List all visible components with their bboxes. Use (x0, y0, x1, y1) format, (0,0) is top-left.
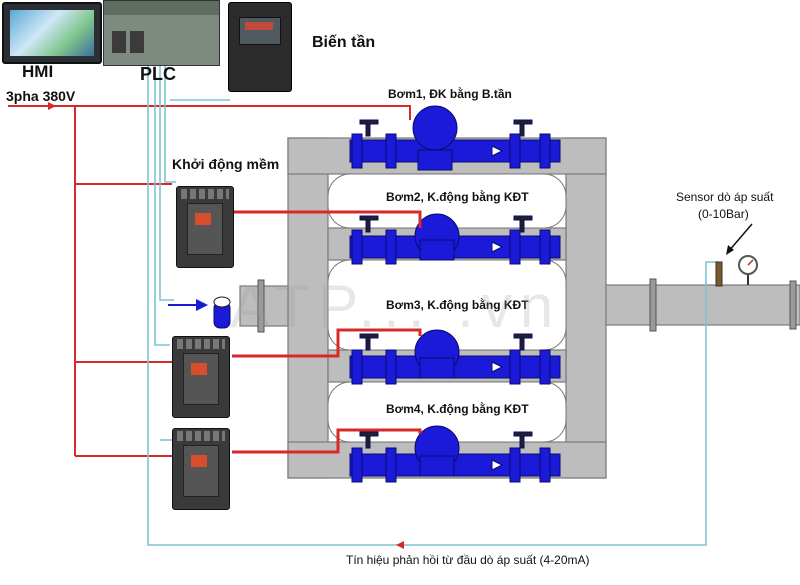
pump-1-label: Bơm1, ĐK bằng B.tần (388, 87, 512, 101)
pump-4-label: Bơm4, K.động bằng KĐT (386, 402, 529, 416)
hmi-panel (2, 2, 102, 64)
signal-lines (147, 64, 718, 546)
soft-starter-3 (172, 428, 230, 510)
plc-label: PLC (140, 64, 176, 84)
hmi-label: HMI (22, 62, 54, 81)
inlet-arrow-icon (168, 296, 231, 329)
soft-starter-1 (176, 186, 234, 268)
pump-row-2 (349, 213, 561, 265)
pump-row-4 (349, 425, 561, 483)
power-label: 3pha 380V (6, 88, 76, 104)
vfd-unit (228, 2, 292, 92)
soft-starter-2 (172, 336, 230, 418)
vfd-label: Biến tần (312, 34, 376, 51)
sensor-range: (0-10Bar) (698, 207, 749, 221)
watermark: ATP... .vn (230, 273, 562, 340)
pump-row-1 (349, 105, 561, 171)
sensor-pointer-arrow (726, 223, 753, 255)
pressure-sensor-icon (715, 261, 723, 287)
motor-feed-lines (232, 210, 422, 454)
soft-starter-label: Khởi động mềm (172, 156, 280, 172)
pressure-gauge-icon (738, 255, 758, 285)
pump-2-label: Bơm2, K.động bằng KĐT (386, 190, 529, 204)
power-lines (8, 105, 411, 457)
feedback-label: Tín hiệu phản hồi từ đầu dò áp suất (4-2… (346, 553, 590, 567)
pump-3-label: Bơm3, K.động bằng KĐT (386, 298, 529, 312)
sensor-label: Sensor dò áp suất (676, 190, 774, 204)
pump-row-3 (349, 329, 561, 385)
plc-unit (103, 0, 220, 66)
